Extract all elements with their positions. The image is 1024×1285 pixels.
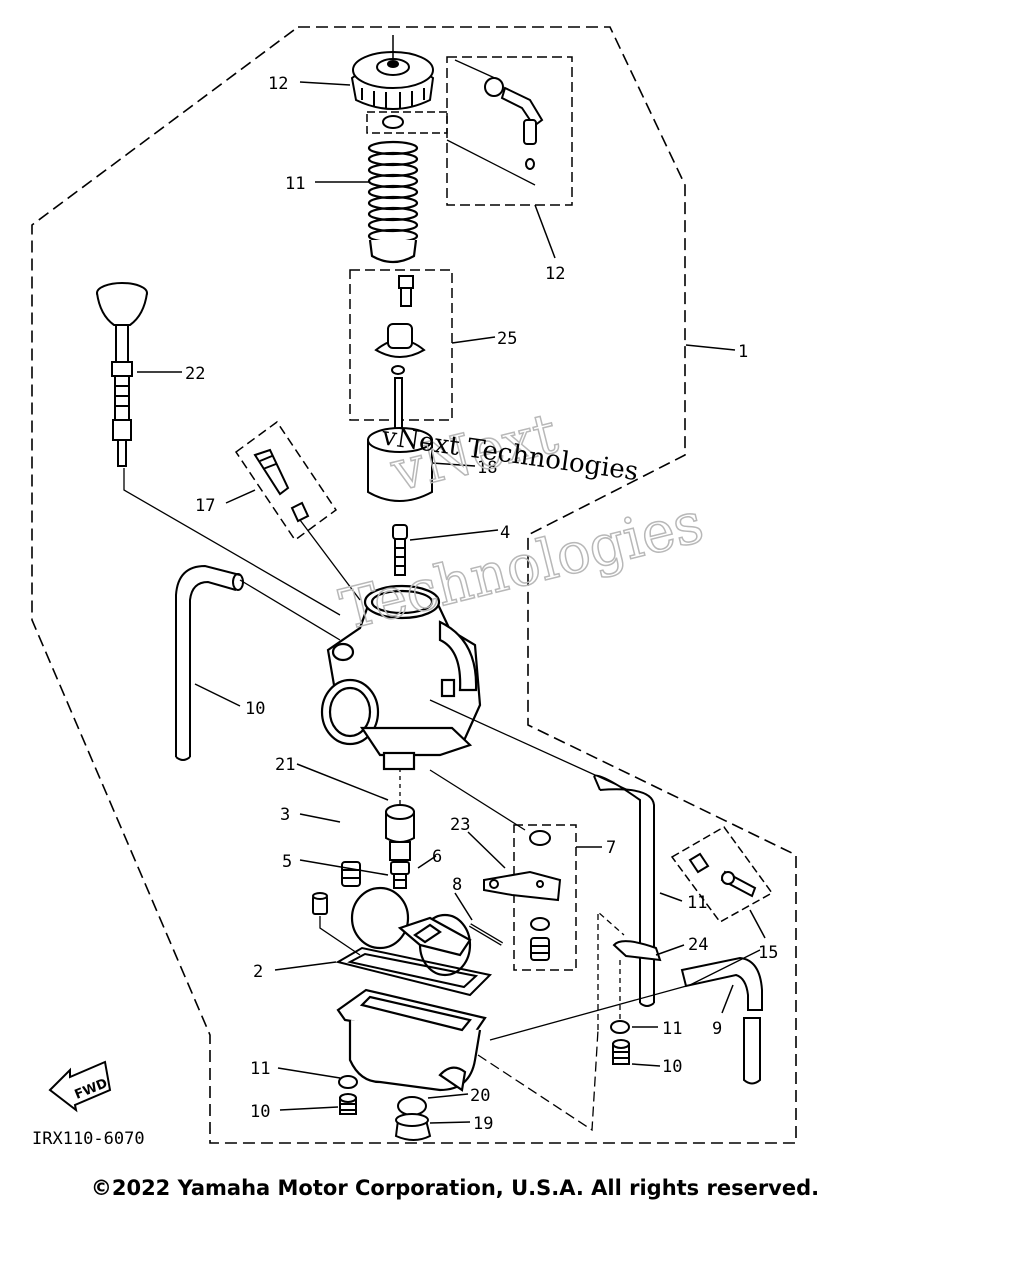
callout-4: 4 (500, 523, 510, 543)
bottom-fasteners (338, 1020, 630, 1141)
callout-17: 15 (758, 943, 778, 963)
callout-10-left: 10 (250, 1102, 270, 1122)
hose-clamp (612, 940, 662, 962)
drawing-code: IRX110-6070 (32, 1129, 145, 1149)
callout-9: 9 (712, 1019, 722, 1039)
callout-25: 25 (497, 329, 517, 349)
assembly-outline (31, 26, 797, 1144)
watermark-line2: Technologies (334, 490, 709, 643)
callout-19: 19 (473, 1114, 493, 1134)
watermark: vNext Technologies vNext Technologies (333, 400, 710, 644)
overflow-hose-right (593, 774, 655, 1007)
callout-12-left: 10 (245, 699, 265, 719)
jet-needle-set (374, 275, 426, 449)
copyright-notice: ©2022 Yamaha Motor Corporation, U.S.A. A… (90, 1176, 820, 1200)
float (350, 886, 472, 977)
callout-23: 23 (450, 815, 470, 835)
callout-5: 5 (282, 852, 292, 872)
callout-1: 1 (738, 342, 748, 362)
fwd-arrow-icon: FWD (48, 1060, 112, 1113)
throttle-valve-spring (367, 140, 419, 264)
pilot-air-screw (253, 448, 310, 523)
callout-10-right: 10 (662, 1057, 682, 1077)
callout-labels: 12 11 12 25 1 22 17 18 4 10 21 3 5 6 8 2… (32, 74, 778, 1149)
callout-8: 8 (452, 875, 462, 895)
throttle-stop-plate (483, 870, 562, 902)
callout-21: 21 (275, 755, 295, 775)
callout-2: 2 (253, 962, 263, 982)
group-box-14 (446, 56, 573, 206)
throttle-valve (367, 427, 433, 502)
starter-plunger (96, 282, 148, 467)
float-chamber (336, 988, 487, 1092)
callout-20: 20 (470, 1086, 490, 1106)
overflow-hose-left (175, 564, 244, 761)
drain-hose (680, 956, 763, 1085)
cap-washer (382, 115, 404, 129)
callout-11-right: 11 (662, 1019, 682, 1039)
callout-6: 6 (432, 847, 442, 867)
needle-jet (392, 524, 408, 576)
float-chamber-gasket (335, 946, 493, 997)
callout-3: 3 (280, 805, 290, 825)
callout-18: 18 (477, 458, 497, 478)
callout-15: 17 (195, 496, 215, 516)
group-7-parts (529, 830, 551, 961)
group-box-17 (670, 826, 774, 923)
pilot-jet (312, 892, 328, 915)
callout-22: 22 (185, 364, 205, 384)
cable-adjuster (484, 77, 544, 170)
throttle-stop-screw (688, 852, 757, 898)
group-box-25 (349, 269, 453, 421)
callout-24: 24 (688, 935, 708, 955)
main-jet-parts (341, 804, 415, 889)
group-box-16 (366, 111, 448, 134)
callout-16: 12 (268, 74, 288, 94)
callout-7: 7 (606, 838, 616, 858)
callout-12-right: 11 (687, 893, 707, 913)
leader-lines (137, 81, 766, 1124)
callout-14: 12 (545, 264, 565, 284)
callout-13: 11 (285, 174, 305, 194)
carburetor-body (320, 584, 482, 771)
callout-11-left: 11 (250, 1059, 270, 1079)
group-box-15 (234, 420, 338, 542)
mixing-chamber-cap (350, 51, 435, 110)
